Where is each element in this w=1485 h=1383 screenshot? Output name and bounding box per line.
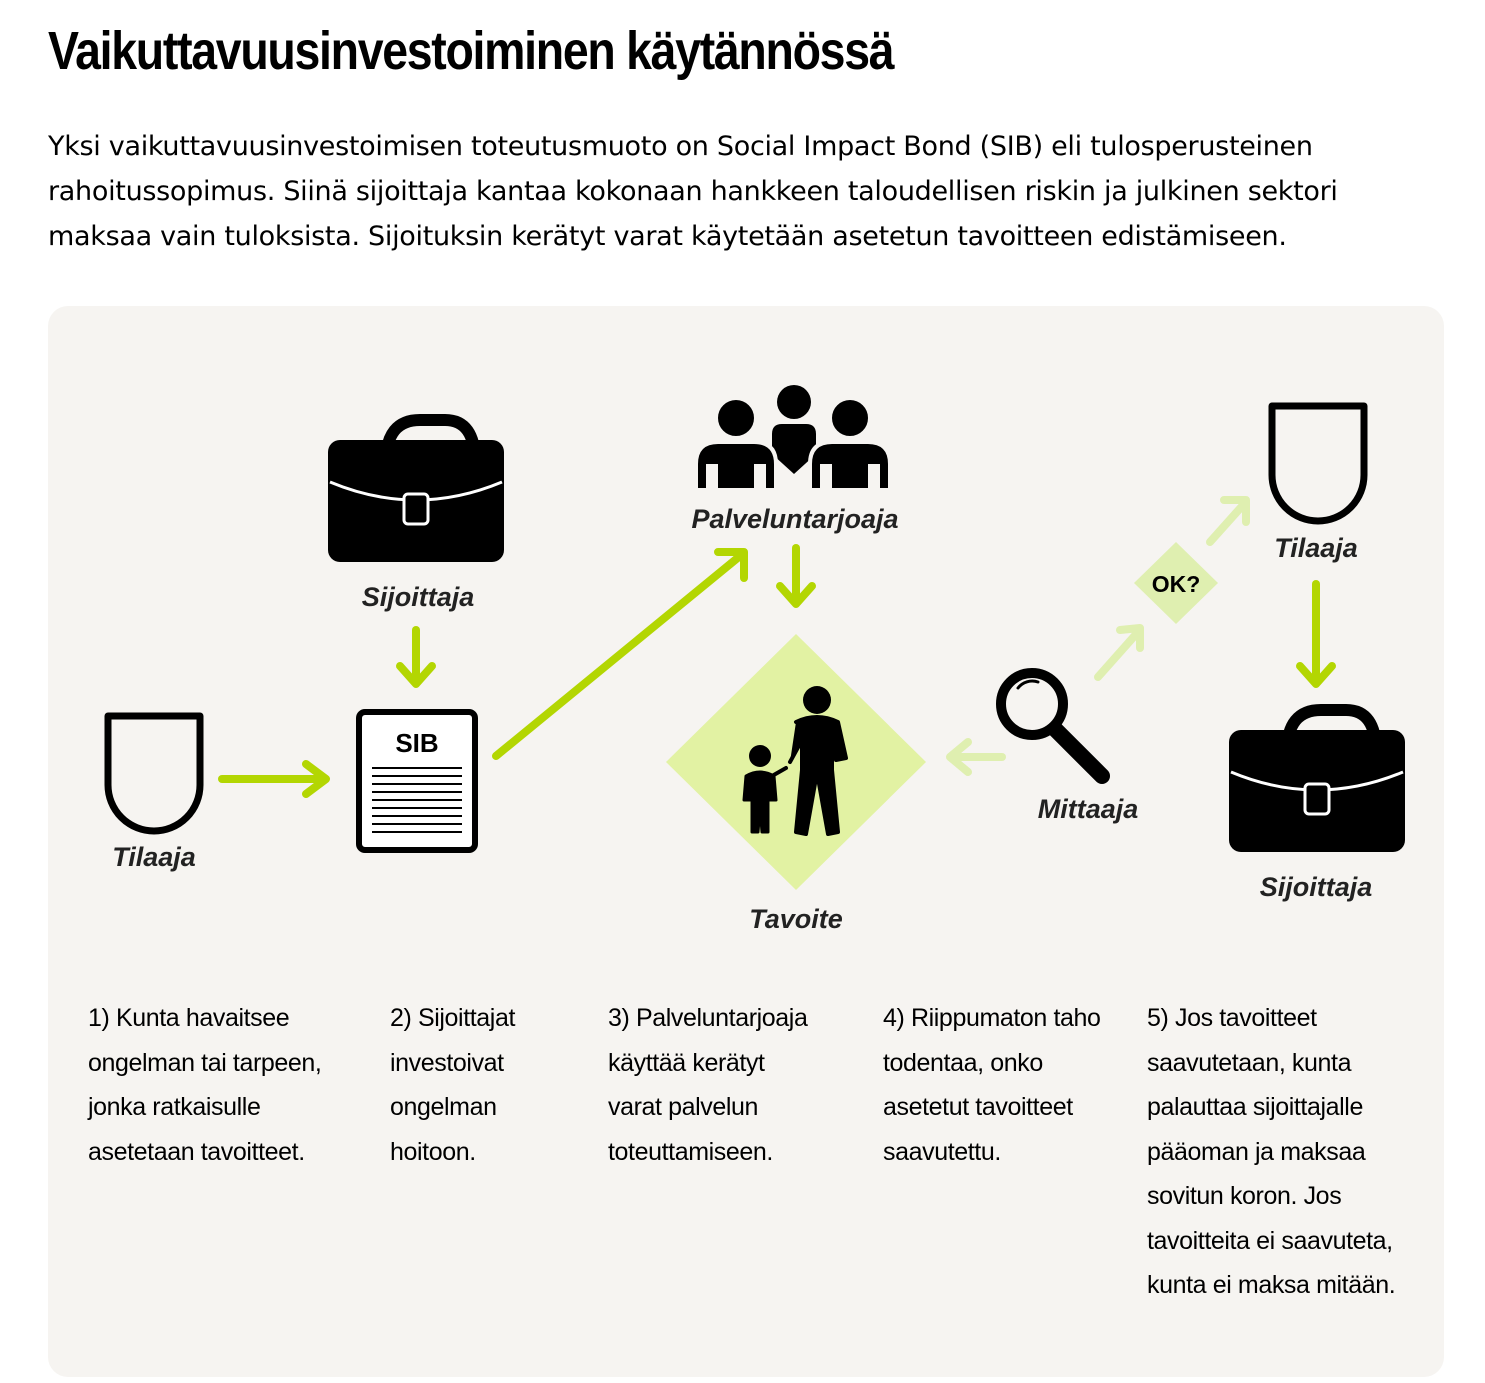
arrow-palveluntarjoaja-to-tavoite [776, 544, 816, 608]
step-5-text: 5) Jos tavoitteet saavutetaan, kunta pal… [1147, 1004, 1396, 1299]
ok-check-diamond: OK? [1134, 542, 1218, 624]
arrow-tilaaja-to-sib [218, 760, 330, 798]
label-sijoittaja-right: Sijoittaja [1260, 872, 1373, 902]
label-tavoite: Tavoite [749, 904, 843, 934]
sijoittaja-right-briefcase-icon [1229, 710, 1405, 852]
label-tilaaja-left: Tilaaja [112, 842, 196, 872]
page-title: Vaikuttavuusinvestoiminen käytännössä [48, 21, 895, 81]
tavoite-goal-diamond [666, 634, 926, 890]
step-1-text: 1) Kunta havaitsee ongelman tai tarpeen,… [88, 1004, 322, 1166]
arrow-mittaaja-to-tavoite [946, 738, 1006, 776]
arrow-mittaaja-to-ok [1094, 624, 1144, 681]
sib-doc-title: SIB [395, 728, 438, 758]
parent-child-icon [742, 686, 848, 836]
intro-paragraph: Yksi vaikuttavuusinvestoimisen toteutusm… [48, 131, 1338, 252]
sib-document-icon: SIB [356, 709, 478, 853]
arrow-sijoittaja-to-sib [396, 626, 436, 688]
step-3-text: 3) Palveluntarjoaja käyttää kerätyt vara… [608, 1004, 808, 1166]
tilaaja-right-shield-icon [1272, 406, 1364, 521]
step-2-text: 2) Sijoittajat investoivat ongelman hoit… [390, 1004, 516, 1166]
label-sijoittaja-left: Sijoittaja [362, 582, 475, 612]
tilaaja-left-shield-icon [108, 716, 200, 831]
step-4-text: 4) Riippumaton taho todentaa, onko asete… [883, 1004, 1101, 1166]
arrow-sib-to-palveluntarjoaja [492, 548, 748, 760]
arrow-tilaaja-to-sijoittaja [1296, 580, 1336, 688]
mittaaja-magnifier-icon [996, 668, 1110, 784]
label-mittaaja: Mittaaja [1038, 794, 1139, 824]
label-tilaaja-right: Tilaaja [1274, 533, 1358, 563]
arrow-ok-to-tilaaja [1206, 496, 1250, 546]
sijoittaja-left-briefcase-icon [328, 420, 504, 562]
label-palveluntarjoaja: Palveluntarjoaja [691, 504, 898, 534]
palveluntarjoaja-people-icon [694, 385, 892, 492]
ok-label: OK? [1152, 571, 1201, 597]
